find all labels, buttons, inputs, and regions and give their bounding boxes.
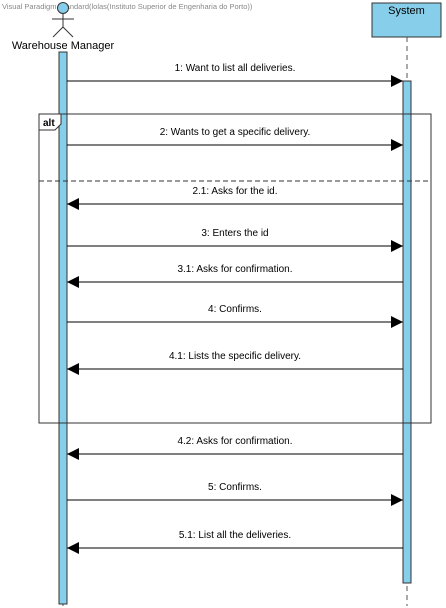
system-activation-bar bbox=[402, 80, 412, 584]
message-label: 4.1: Lists the specific delivery. bbox=[169, 351, 301, 362]
message-label: 1: Want to list all deliveries. bbox=[175, 63, 296, 74]
message-label: 3.1: Asks for confirmation. bbox=[177, 264, 292, 275]
stick-figure-icon bbox=[52, 2, 74, 38]
watermark-text: Visual Paradigm Standard(lolas(Instituto… bbox=[2, 2, 253, 11]
message-label: 2.1: Asks for the id. bbox=[192, 186, 277, 197]
message-label: 3: Enters the id bbox=[201, 228, 268, 239]
actor-name: Warehouse Manager bbox=[12, 40, 115, 52]
message-label: 2: Wants to get a specific delivery. bbox=[160, 127, 311, 138]
system-name: System bbox=[388, 5, 425, 17]
alt-fragment: alt bbox=[38, 113, 432, 424]
message-label: 4.2: Asks for confirmation. bbox=[177, 436, 292, 447]
message-label: 4: Confirms. bbox=[208, 304, 262, 315]
message-label: 5: Confirms. bbox=[208, 482, 262, 493]
actor-activation-bar bbox=[58, 51, 68, 605]
message-list: 1: Want to list all deliveries. 2: Wants … bbox=[67, 63, 403, 554]
alt-fragment-tag: alt bbox=[43, 118, 55, 129]
message-label: 5.1: List all the deliveries. bbox=[179, 530, 291, 541]
